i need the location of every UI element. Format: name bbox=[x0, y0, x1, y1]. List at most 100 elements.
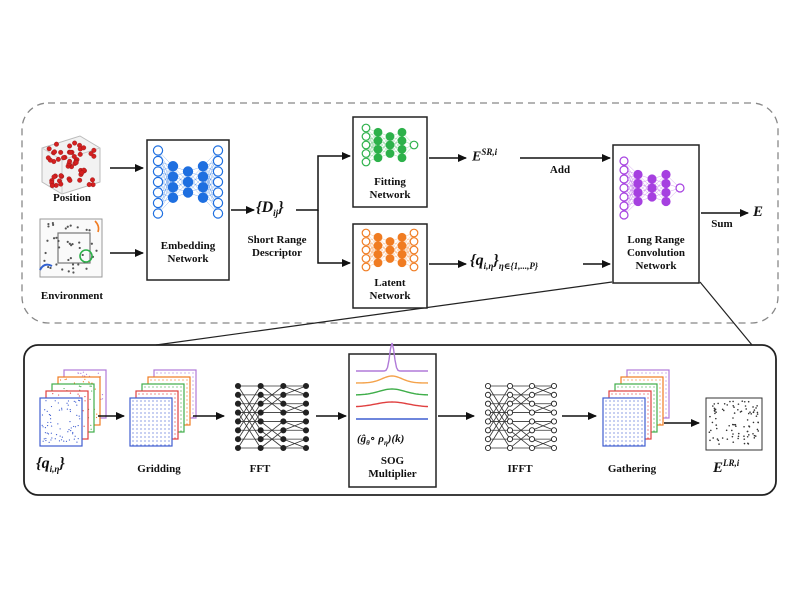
elr-dot bbox=[756, 428, 759, 431]
env-dot bbox=[69, 224, 72, 227]
butterfly-node bbox=[302, 436, 310, 443]
elr-dot bbox=[756, 413, 759, 415]
env-dot bbox=[52, 223, 55, 226]
butterfly-node bbox=[280, 400, 287, 407]
elr-dot bbox=[715, 411, 717, 413]
sog-curve bbox=[356, 342, 428, 372]
butterfly-node bbox=[528, 427, 536, 434]
nn-node bbox=[397, 249, 407, 259]
nn-node bbox=[182, 166, 194, 177]
butterfly-node bbox=[302, 382, 310, 390]
elr-dot bbox=[743, 400, 746, 403]
nn-node bbox=[385, 149, 395, 158]
atom-dot bbox=[54, 141, 59, 147]
elr-dot bbox=[713, 407, 716, 410]
butterfly-node bbox=[550, 436, 558, 443]
zoom-line-left bbox=[155, 281, 613, 346]
butterfly-node bbox=[506, 409, 514, 416]
env-dot bbox=[78, 246, 81, 250]
longrange-label-2: Convolution bbox=[626, 247, 686, 259]
nn-node bbox=[397, 127, 407, 137]
elr-dot bbox=[746, 430, 749, 433]
nn-node bbox=[373, 127, 383, 137]
elr-dot bbox=[735, 425, 737, 428]
position-cube bbox=[41, 135, 101, 195]
nn-node bbox=[647, 192, 657, 202]
nn-node bbox=[619, 156, 629, 166]
env-dot bbox=[51, 221, 54, 225]
butterfly-node bbox=[550, 409, 558, 416]
elr-dot bbox=[708, 431, 711, 434]
env-dot bbox=[43, 259, 46, 262]
elr-dot bbox=[713, 410, 716, 412]
butterfly-node bbox=[234, 427, 242, 434]
elr-dot bbox=[753, 437, 756, 439]
embedding-nn-icon bbox=[152, 145, 224, 219]
elr-dot bbox=[732, 404, 735, 407]
nn-node bbox=[152, 197, 164, 209]
longrange-label-3: Network bbox=[635, 260, 677, 272]
gathering-label: Gathering bbox=[607, 463, 657, 475]
elr-dot bbox=[732, 433, 734, 435]
nn-node bbox=[167, 161, 179, 172]
nn-node bbox=[361, 149, 371, 158]
atom-dot bbox=[90, 177, 95, 183]
elr-dot bbox=[711, 421, 714, 424]
sog-curve bbox=[355, 375, 429, 384]
butterfly-node bbox=[234, 382, 242, 390]
elr-dot bbox=[725, 429, 728, 432]
nn-node bbox=[361, 262, 371, 272]
butterfly-node bbox=[257, 409, 264, 416]
elr-dot bbox=[732, 400, 734, 403]
nn-node bbox=[373, 249, 383, 259]
latent-label-1: Latent bbox=[374, 277, 406, 289]
nn-node bbox=[373, 258, 383, 268]
nn-node bbox=[361, 140, 371, 150]
butterfly-node bbox=[506, 382, 514, 390]
butterfly-node bbox=[257, 436, 264, 443]
atom-dot bbox=[46, 146, 52, 152]
elr-dot bbox=[710, 429, 712, 432]
nn-node bbox=[197, 192, 209, 203]
elr-dot bbox=[747, 400, 750, 403]
nn-node bbox=[361, 254, 371, 263]
esr-symbol: ESR,i bbox=[472, 147, 498, 165]
nn-node bbox=[361, 245, 371, 255]
elr-symbol: ELR,i bbox=[713, 458, 740, 476]
elr-dot bbox=[714, 412, 716, 415]
env-dot bbox=[57, 239, 60, 243]
elr-dot bbox=[721, 437, 724, 439]
butterfly-node bbox=[506, 436, 514, 443]
atom-dot bbox=[77, 151, 83, 157]
fft-label: FFT bbox=[249, 463, 271, 475]
elr-dot bbox=[728, 424, 730, 427]
nn-node bbox=[397, 144, 407, 154]
elr-dot bbox=[755, 415, 758, 417]
nn-node bbox=[197, 171, 209, 182]
butterfly-node bbox=[234, 418, 242, 425]
atom-dot bbox=[61, 155, 66, 161]
atom-dot bbox=[45, 155, 51, 161]
elr-dot bbox=[712, 405, 714, 407]
nn-node bbox=[152, 176, 164, 188]
elr-dot bbox=[757, 421, 760, 424]
butterfly-node bbox=[506, 400, 514, 407]
env-dot bbox=[67, 270, 70, 273]
nn-node bbox=[409, 228, 419, 238]
sog-curve bbox=[355, 401, 429, 408]
butterfly-node bbox=[528, 436, 536, 443]
env-dot bbox=[64, 227, 67, 230]
env-dot bbox=[68, 242, 71, 245]
butterfly-node bbox=[484, 418, 492, 425]
elr-dot bbox=[718, 443, 720, 445]
butterfly-node bbox=[234, 444, 242, 452]
gridding-stack bbox=[129, 369, 197, 447]
nn-node bbox=[633, 196, 643, 207]
elr-dot bbox=[747, 434, 750, 436]
nn-node bbox=[167, 171, 179, 182]
atom-dot bbox=[77, 177, 83, 183]
butterfly-node bbox=[234, 391, 242, 398]
sog-label-2: Multiplier bbox=[368, 468, 417, 480]
elr-dot bbox=[740, 410, 743, 413]
elr-dot bbox=[756, 405, 758, 407]
